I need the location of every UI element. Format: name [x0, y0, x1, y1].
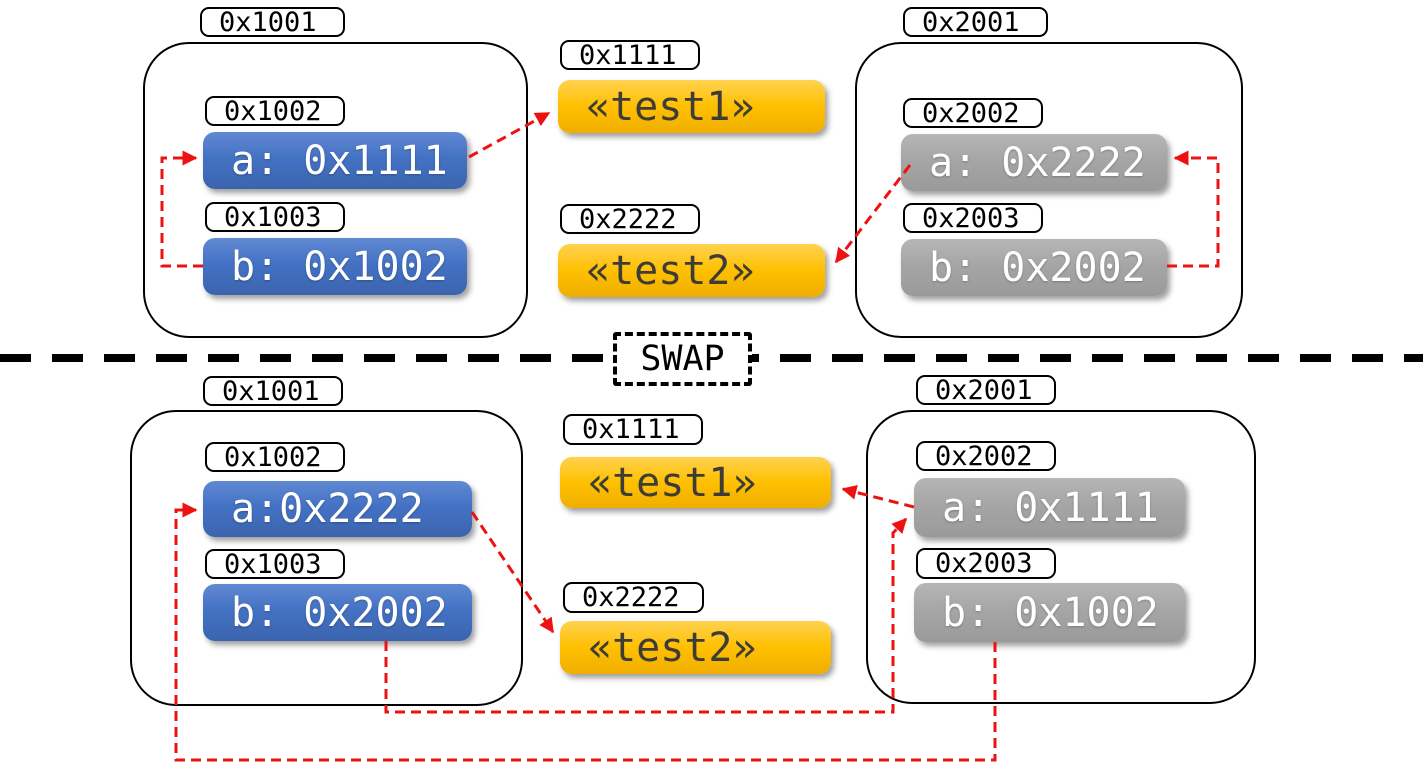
address-tab-var: 0x2003	[903, 203, 1043, 233]
address-tab-frame: 0x2001	[903, 7, 1048, 37]
address-tab-var: 0x2003	[916, 548, 1056, 579]
address-tab-var: 0x1003	[205, 202, 345, 232]
variable-box: b: 0x1002	[203, 238, 467, 295]
variable-box: a: 0x2222	[901, 134, 1167, 191]
variable-box: a: 0x1111	[203, 132, 467, 189]
variable-box: b: 0x2002	[203, 584, 472, 641]
address-tab-frame: 0x1001	[203, 376, 343, 406]
variable-box: b: 0x2002	[901, 239, 1167, 296]
variable-box: b: 0x1002	[914, 583, 1185, 642]
heap-object-box: «test1»	[558, 80, 825, 133]
address-tab-frame: 0x2001	[916, 375, 1056, 405]
swap-label: SWAP	[640, 338, 725, 379]
heap-object-box: «test2»	[560, 621, 831, 674]
variable-box: a: 0x1111	[914, 478, 1185, 537]
address-tab-heap: 0x2222	[563, 582, 704, 613]
address-tab-heap: 0x2222	[560, 204, 700, 234]
address-tab-heap: 0x1111	[560, 40, 700, 70]
address-tab-var: 0x1002	[205, 96, 345, 126]
address-tab-heap: 0x1111	[563, 414, 703, 445]
address-tab-var: 0x1002	[205, 442, 345, 472]
heap-object-box: «test1»	[560, 457, 831, 508]
swap-divider-box: SWAP	[613, 332, 752, 386]
address-tab-var: 0x2002	[903, 98, 1043, 128]
heap-object-box: «test2»	[558, 244, 825, 297]
address-tab-var: 0x1003	[205, 549, 345, 579]
variable-box: a:0x2222	[203, 481, 472, 537]
address-tab-frame: 0x1001	[200, 7, 345, 37]
address-tab-var: 0x2002	[916, 441, 1056, 471]
